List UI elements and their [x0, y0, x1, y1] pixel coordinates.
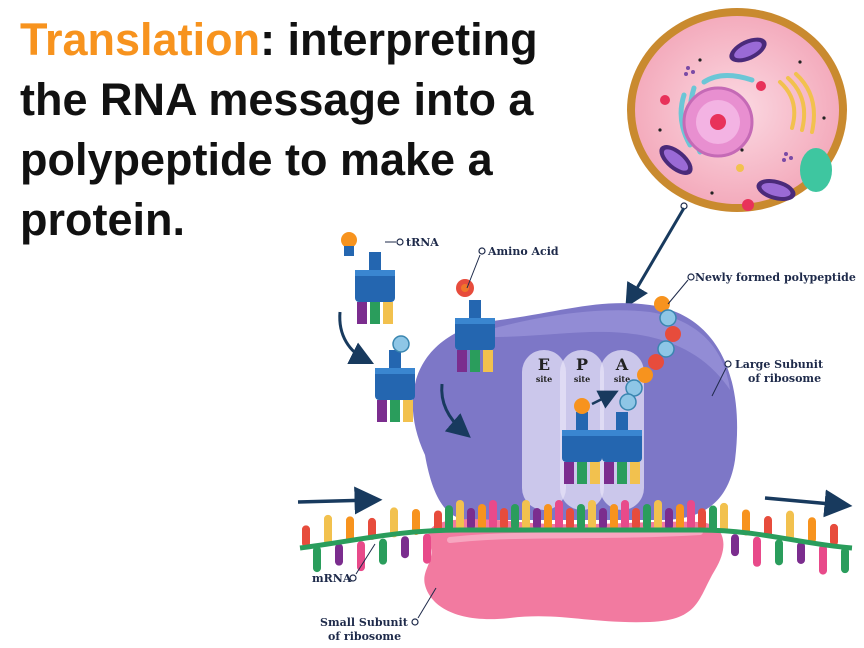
- mrna-direction-arrow-right: [764, 489, 853, 518]
- mrna-base: [324, 514, 332, 545]
- mrna-base: [808, 517, 816, 544]
- mrna-base: [830, 523, 838, 546]
- svg-text:Newly formed polypeptide: Newly formed polypeptide: [695, 271, 856, 284]
- mrna-base: [841, 547, 849, 574]
- svg-text:of ribosome: of ribosome: [748, 372, 821, 385]
- title-highlight: Translation: [20, 14, 261, 65]
- mrna-base: [720, 502, 728, 533]
- mrna-direction-arrow-left: [297, 486, 383, 515]
- svg-text:Large Subunit: Large Subunit: [735, 358, 824, 371]
- mrna-base: [467, 508, 475, 530]
- mrna-base: [302, 525, 310, 548]
- mrna-base: [335, 543, 343, 566]
- svg-text:Small Subunit: Small Subunit: [320, 616, 409, 629]
- mrna-base: [742, 509, 750, 536]
- mrna-base: [544, 504, 552, 530]
- mrna-base: [786, 510, 794, 541]
- mrna-base: [698, 508, 706, 531]
- a-site-letter: A: [615, 355, 629, 374]
- mrna-base: [577, 504, 585, 530]
- mrna-base: [819, 544, 827, 575]
- polypeptide-chain: [619, 296, 681, 411]
- mrna-base: [555, 500, 563, 530]
- mrna-base: [445, 505, 453, 532]
- trna-curve-arrow-1: [338, 311, 375, 365]
- svg-text:tRNA: tRNA: [406, 236, 439, 249]
- mrna-strand: [299, 500, 853, 575]
- mrna-base: [412, 508, 420, 535]
- p-site-letter: P: [576, 355, 588, 374]
- label-polypeptide: Newly formed polypeptide: [667, 271, 856, 305]
- trna-curve-arrow-2: [440, 383, 471, 438]
- mrna-base: [489, 500, 497, 530]
- cell-to-ribosome-arrow: [625, 207, 686, 308]
- mrna-base: [500, 508, 508, 530]
- label-trna: tRNA: [385, 236, 439, 249]
- e-site: E site: [522, 350, 566, 510]
- mrna-base: [346, 516, 354, 543]
- mrna-base: [643, 504, 651, 530]
- mrna-base: [533, 508, 541, 530]
- svg-text:of ribosome: of ribosome: [328, 630, 401, 643]
- p-site-word: site: [574, 374, 590, 384]
- mrna-base: [797, 541, 805, 564]
- mrna-base: [511, 504, 519, 530]
- mrna-base: [610, 504, 618, 530]
- free-trna-3: [455, 279, 495, 372]
- mitochondrion-1: [729, 37, 767, 63]
- a-site-word: site: [614, 374, 630, 384]
- svg-text:mRNA: mRNA: [312, 572, 352, 585]
- mrna-base: [764, 516, 772, 539]
- mrna-base: [676, 504, 684, 530]
- mrna-base: [599, 508, 607, 530]
- mrna-base: [456, 500, 464, 530]
- mrna-base: [654, 500, 662, 530]
- mrna-base: [753, 536, 761, 567]
- label-mrna: mRNA: [312, 543, 376, 585]
- mrna-base: [522, 500, 530, 530]
- mrna-base: [434, 510, 442, 533]
- mrna-base: [665, 508, 673, 530]
- mrna-base: [379, 538, 387, 565]
- slide-title: Translation: interpreting the RNA messag…: [20, 10, 600, 250]
- label-small-subunit: Small Subunit of ribosome: [320, 587, 437, 643]
- mrna-base: [566, 508, 574, 530]
- mitochondrion-3: [756, 179, 796, 201]
- mrna-base: [390, 507, 398, 538]
- mrna-base: [621, 500, 629, 530]
- mrna-base: [775, 539, 783, 566]
- small-subunit: [424, 519, 724, 623]
- title-rest: : interpreting the RNA message into a po…: [20, 14, 538, 245]
- label-amino-acid: Amino Acid: [466, 245, 559, 289]
- label-large-subunit: Large Subunit of ribosome: [711, 358, 824, 397]
- p-to-a-arrow: [591, 390, 619, 409]
- free-trna-2: [375, 335, 415, 422]
- cell-illustration: [627, 8, 847, 212]
- mrna-base: [632, 508, 640, 530]
- mrna-base: [687, 500, 695, 530]
- mrna-base: [478, 504, 486, 530]
- e-site-word: site: [536, 374, 552, 384]
- mrna-base: [709, 505, 717, 532]
- mrna-base: [401, 536, 409, 559]
- trna-p-site: [562, 398, 602, 484]
- mrna-base: [588, 500, 596, 530]
- e-site-letter: E: [538, 355, 550, 374]
- mrna-base: [313, 546, 321, 573]
- mrna-base: [423, 533, 431, 564]
- mrna-base: [731, 534, 739, 557]
- mitochondrion-2: [659, 145, 693, 175]
- svg-text:Amino Acid: Amino Acid: [487, 245, 559, 258]
- free-trna-1: [341, 232, 395, 324]
